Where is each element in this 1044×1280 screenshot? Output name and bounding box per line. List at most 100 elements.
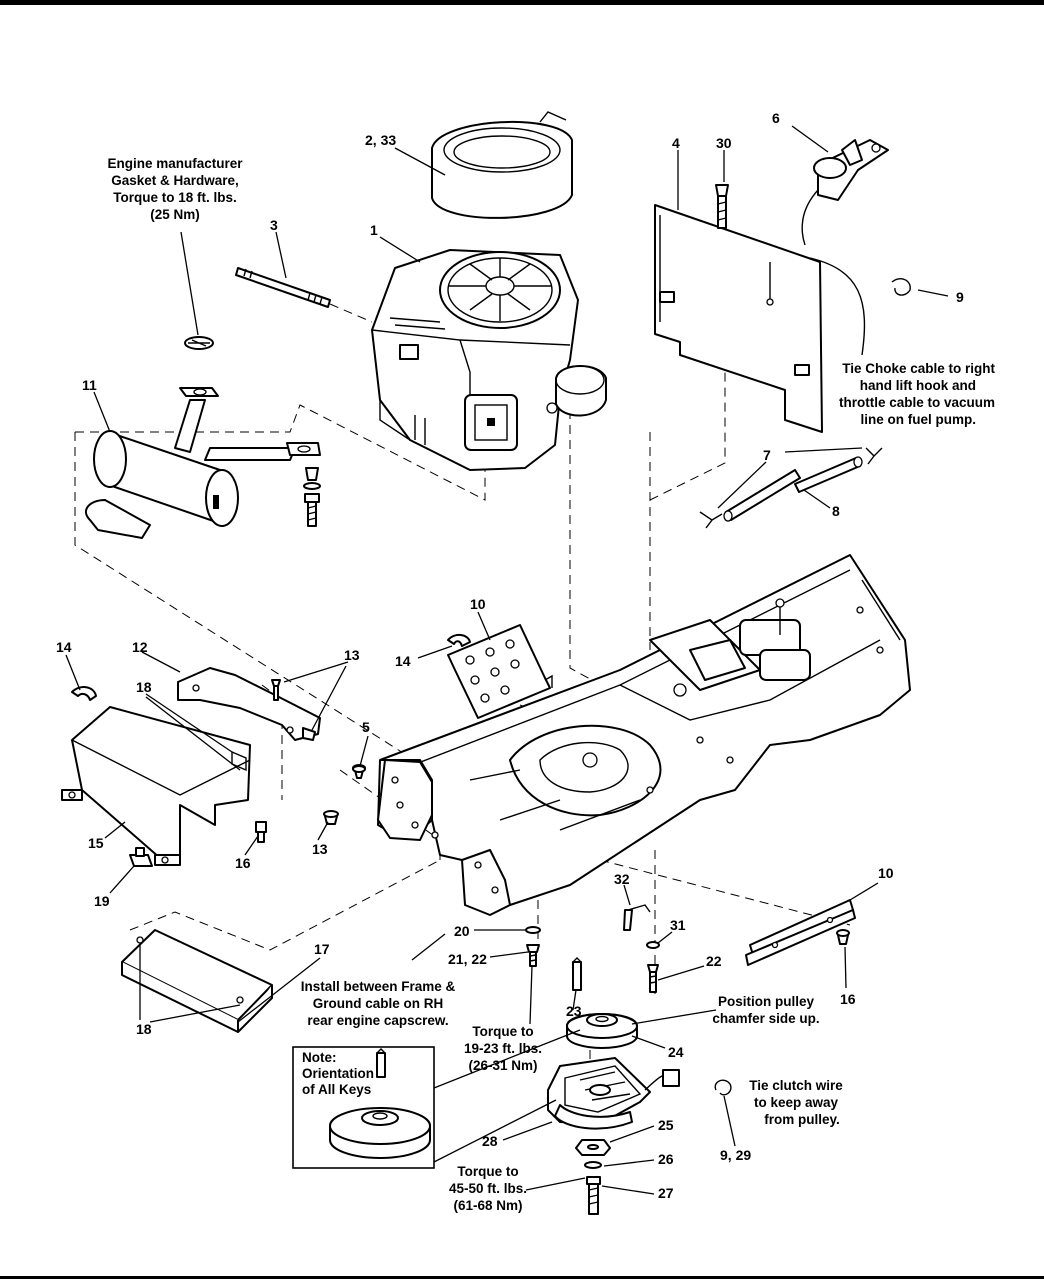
part-label: 31 xyxy=(670,917,686,933)
wire-tie-icon xyxy=(714,1079,732,1096)
part-label: 26 xyxy=(658,1151,674,1167)
part-label: 23 xyxy=(566,1003,582,1019)
part-label: 2, 33 xyxy=(365,132,396,148)
bolt-icon xyxy=(715,184,729,229)
top-rule xyxy=(0,0,1044,5)
svg-text:line on fuel pump.: line on fuel pump. xyxy=(861,412,977,427)
bolt-16-icon xyxy=(255,821,267,843)
gasket-icon xyxy=(184,336,214,350)
bottom-plate-icon xyxy=(121,929,273,1033)
svg-text:(25 Nm): (25 Nm) xyxy=(150,207,200,222)
frame-icon xyxy=(377,554,911,916)
part-label: 27 xyxy=(658,1185,674,1201)
part-label: 30 xyxy=(716,135,732,151)
part-label: 7 xyxy=(763,447,771,463)
part-label: 8 xyxy=(832,503,840,519)
clip-nut-icon xyxy=(129,847,153,867)
part-label: 14 xyxy=(56,639,72,655)
part-label: 22 xyxy=(706,953,722,969)
svg-text:19-23 ft. lbs.: 19-23 ft. lbs. xyxy=(464,1041,542,1056)
part-label: 14 xyxy=(395,653,411,669)
note-pulley-chamfer: Position pulley chamfer side up. xyxy=(712,994,819,1026)
part-label: 11 xyxy=(82,377,97,393)
washer-capscrew-icon xyxy=(525,926,541,967)
svg-text:Engine manufacturer: Engine manufacturer xyxy=(107,156,243,171)
svg-text:throttle cable to vacuum: throttle cable to vacuum xyxy=(839,395,995,410)
note-torque-19-23: Torque to 19-23 ft. lbs. (26-31 Nm) xyxy=(464,1024,542,1073)
clutch-hardware-icon xyxy=(575,1139,611,1215)
bracket-icon xyxy=(447,624,553,719)
bottom-rule xyxy=(0,1276,1044,1279)
part-label: 3 xyxy=(270,217,278,233)
svg-text:(26-31 Nm): (26-31 Nm) xyxy=(468,1058,537,1073)
cable-tie-icon xyxy=(891,278,911,296)
svg-text:Position pulley: Position pulley xyxy=(718,994,815,1009)
note-keys-orientation: Note: Orientation of All Keys xyxy=(302,1050,374,1097)
svg-text:to keep away: to keep away xyxy=(754,1095,839,1110)
part-label: 15 xyxy=(88,835,104,851)
svg-text:Gasket & Hardware,: Gasket & Hardware, xyxy=(111,173,239,188)
part-label: 1 xyxy=(370,222,378,238)
note-choke-cable: Tie Choke cable to right hand lift hook … xyxy=(839,361,996,427)
svg-text:Torque to: Torque to xyxy=(457,1164,518,1179)
part-label: 24 xyxy=(668,1044,684,1060)
part-label: 19 xyxy=(94,893,110,909)
svg-text:from pulley.: from pulley. xyxy=(764,1112,840,1127)
svg-text:Install between Frame &: Install between Frame & xyxy=(301,979,456,994)
part-label: 13 xyxy=(344,647,360,663)
mounting-rail-icon xyxy=(745,899,856,966)
svg-text:hand lift hook and: hand lift hook and xyxy=(860,378,976,393)
choke-control-icon xyxy=(801,139,889,356)
stud-icon xyxy=(235,267,373,323)
heat-shield-icon xyxy=(654,204,823,433)
svg-text:rear engine capscrew.: rear engine capscrew. xyxy=(307,1013,448,1028)
svg-text:Torque to: Torque to xyxy=(472,1024,533,1039)
bolt-16-right-icon xyxy=(836,929,850,945)
leader-lines xyxy=(65,125,949,1195)
part-label: 25 xyxy=(658,1117,674,1133)
svg-text:Torque to 18 ft. lbs.: Torque to 18 ft. lbs. xyxy=(113,190,237,205)
note-ground-cable: Install between Frame & Ground cable on … xyxy=(301,979,456,1028)
part-label: 10 xyxy=(878,865,894,881)
svg-text:chamfer side up.: chamfer side up. xyxy=(712,1011,819,1026)
svg-text:Orientation: Orientation xyxy=(302,1066,374,1081)
electric-clutch-icon xyxy=(547,1057,680,1130)
bolt-5-icon xyxy=(352,765,366,773)
pulley-icon xyxy=(566,1013,638,1049)
part-label: 10 xyxy=(470,596,486,612)
part-label: 18 xyxy=(136,679,152,695)
part-label: 16 xyxy=(840,991,856,1007)
clip-icon xyxy=(71,634,471,701)
note-engine-gasket: Engine manufacturer Gasket & Hardware, T… xyxy=(107,156,243,222)
part-label: 4 xyxy=(672,135,680,151)
part-label: 9, 29 xyxy=(720,1147,751,1163)
part-label: 32 xyxy=(614,871,630,887)
svg-text:Ground cable on RH: Ground cable on RH xyxy=(313,996,444,1011)
part-label: 16 xyxy=(235,855,251,871)
tube-icon xyxy=(699,447,883,529)
key-icon xyxy=(572,957,582,991)
keys-orientation-inset xyxy=(292,1046,435,1169)
part-label: 13 xyxy=(312,841,328,857)
engine-icon xyxy=(371,249,607,471)
part-number-labels: 1 2, 33 3 4 30 6 9 11 7 8 10 14 14 12 13… xyxy=(56,110,964,1201)
svg-text:45-50 ft. lbs.: 45-50 ft. lbs. xyxy=(449,1181,527,1196)
air-cleaner-cover-icon xyxy=(431,111,573,219)
rear-cover-icon xyxy=(61,706,251,866)
part-label: 28 xyxy=(482,1133,498,1149)
svg-text:Tie clutch wire: Tie clutch wire xyxy=(749,1078,843,1093)
part-label: 20 xyxy=(454,923,470,939)
svg-text:Note:: Note: xyxy=(302,1050,337,1065)
part-label: 21, 22 xyxy=(448,951,487,967)
part-label: 9 xyxy=(956,289,964,305)
svg-text:(61-68 Nm): (61-68 Nm) xyxy=(453,1198,522,1213)
svg-text:of All Keys: of All Keys xyxy=(302,1082,371,1097)
note-torque-45-50: Torque to 45-50 ft. lbs. (61-68 Nm) xyxy=(449,1164,527,1213)
part-label: 18 xyxy=(136,1021,152,1037)
muffler-icon xyxy=(85,387,321,539)
part-label: 5 xyxy=(362,719,370,735)
spacer-bolt-icon xyxy=(623,904,660,993)
muffler-hardware-icon xyxy=(303,467,321,527)
note-clutch-wire: Tie clutch wire to keep away from pulley… xyxy=(749,1078,843,1127)
